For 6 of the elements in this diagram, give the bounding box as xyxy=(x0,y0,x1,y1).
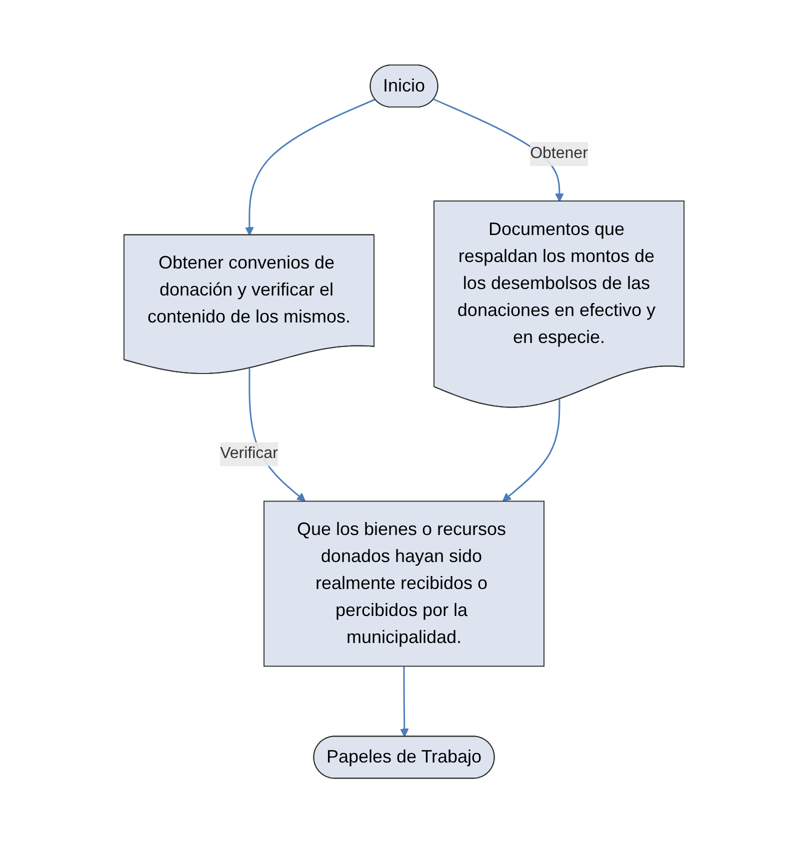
arrow xyxy=(400,666,408,737)
edge-label: Obtener xyxy=(530,144,588,162)
edge-label: Verificar xyxy=(220,445,278,462)
arrow xyxy=(502,399,560,502)
arrow xyxy=(244,98,375,236)
node-box: Que los bienes o recursos donados hayan sido realmente recibidos o percibidos por la municipalidad. xyxy=(263,500,544,667)
